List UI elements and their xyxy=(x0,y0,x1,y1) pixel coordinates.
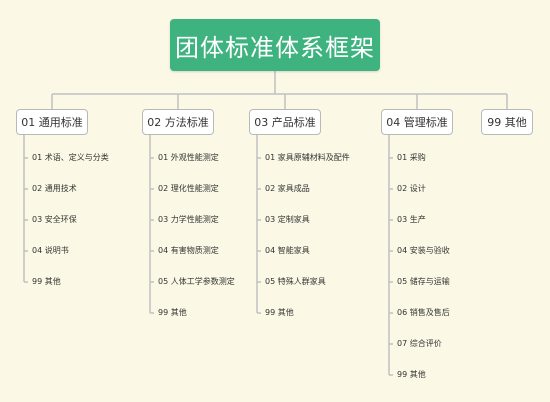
list-item: 05 人体工学参数测定 xyxy=(158,277,235,286)
list-item: 01 术语、定义与分类 xyxy=(32,153,109,162)
category-method-standards: 02 方法标准 xyxy=(142,109,214,135)
list-item: 05 储存与运输 xyxy=(397,277,450,286)
list-item: 03 生产 xyxy=(397,215,426,224)
list-item: 02 家具成品 xyxy=(265,184,310,193)
list-item: 03 安全环保 xyxy=(32,215,77,224)
list-item: 02 设计 xyxy=(397,184,426,193)
category-general-standards: 01 通用标准 xyxy=(16,109,88,135)
list-item: 04 说明书 xyxy=(32,246,69,255)
list-item: 03 力学性能测定 xyxy=(158,215,219,224)
root-title: 团体标准体系框架 xyxy=(175,33,375,62)
category-other: 99 其他 xyxy=(481,109,533,135)
category-label: 01 通用标准 xyxy=(21,116,83,129)
category-product-standards: 03 产品标准 xyxy=(249,109,321,135)
list-item: 01 外观性能测定 xyxy=(158,153,219,162)
list-item: 05 特殊人群家具 xyxy=(265,277,326,286)
category-management-standards: 04 管理标准 xyxy=(381,109,453,135)
list-item: 04 智能家具 xyxy=(265,246,310,255)
list-item: 99 其他 xyxy=(32,277,61,286)
category-label: 99 其他 xyxy=(487,116,527,129)
list-item: 06 销售及售后 xyxy=(397,308,450,317)
list-item: 02 通用技术 xyxy=(32,184,77,193)
category-label: 02 方法标准 xyxy=(147,116,209,129)
category-label: 03 产品标准 xyxy=(254,116,316,129)
list-item: 01 家具原辅材料及配件 xyxy=(265,153,350,162)
root-node: 团体标准体系框架 xyxy=(170,19,380,71)
category-label: 04 管理标准 xyxy=(386,116,448,129)
list-item: 07 综合评价 xyxy=(397,339,442,348)
list-item: 99 其他 xyxy=(265,308,294,317)
list-item: 99 其他 xyxy=(158,308,187,317)
list-item: 01 采购 xyxy=(397,153,426,162)
list-item: 02 理化性能测定 xyxy=(158,184,219,193)
list-item: 99 其他 xyxy=(397,370,426,379)
list-item: 04 安装与验收 xyxy=(397,246,450,255)
list-item: 04 有害物质测定 xyxy=(158,246,219,255)
list-item: 03 定制家具 xyxy=(265,215,310,224)
